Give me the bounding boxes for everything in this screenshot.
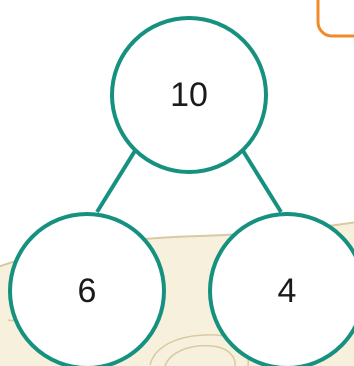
- part-node-right: 4: [208, 212, 354, 366]
- sand-ripple: [164, 344, 236, 366]
- whole-value: 10: [170, 76, 208, 114]
- bond-line-right: [238, 144, 283, 214]
- part-circle-right: [208, 212, 354, 366]
- corner-box: [316, 0, 354, 38]
- whole-node: 10: [110, 16, 268, 174]
- part-circle-left: [8, 212, 166, 366]
- whole-circle: [110, 16, 268, 174]
- part-value-right: 4: [278, 272, 297, 310]
- part-node-left: 6: [8, 212, 166, 366]
- bond-line-left: [95, 144, 140, 214]
- part-value-left: 6: [78, 272, 97, 310]
